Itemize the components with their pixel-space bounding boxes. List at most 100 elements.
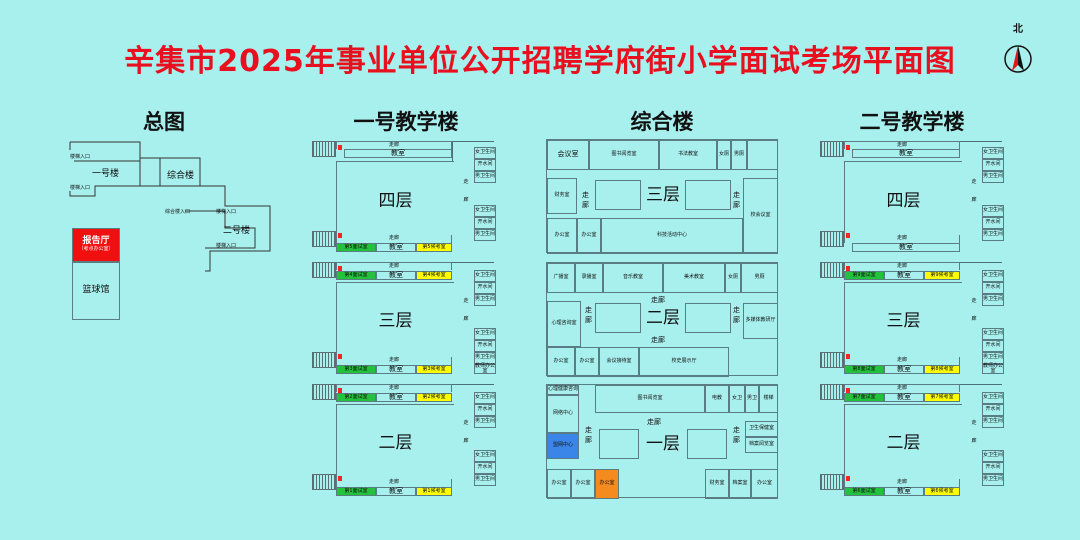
room-women-restroom: 女卫生间 — [983, 149, 1004, 156]
teacher-office: 教师办公室 — [983, 362, 1004, 374]
room-women-restroom: 女卫生间 — [983, 452, 1004, 459]
overview-title: 总图 — [143, 110, 185, 134]
room-men-restroom: 男卫生间 — [475, 418, 496, 425]
room: 女卫 — [731, 395, 742, 402]
waiting-room: 第3候考室 — [422, 365, 446, 372]
room-classroom: 教室 — [391, 148, 405, 157]
room: 多媒体教研厅 — [745, 317, 776, 324]
room-women-restroom: 女卫生间 — [983, 330, 1004, 337]
stair-entrance-label: 楼梯入口 — [216, 209, 237, 215]
interview-room: 第3面试室 — [344, 365, 368, 372]
waiting-room: 第8候考室 — [930, 365, 954, 372]
room: 女厕 — [718, 151, 729, 158]
room-water: 开水间 — [477, 219, 493, 226]
corridor-label: 走廊 — [388, 479, 399, 486]
room-women-restroom: 女卫生间 — [983, 394, 1004, 401]
waiting-room: 第7候考室 — [930, 393, 954, 400]
corridor-label: 走廊 — [896, 141, 907, 148]
corridor-label: 走廊 — [388, 235, 399, 242]
room-women-restroom: 女卫生间 — [475, 330, 496, 337]
corridor-label: 走廊 — [896, 235, 907, 242]
corridor-label: 走廊 — [388, 141, 399, 148]
interview-room: 第8面试室 — [852, 365, 876, 372]
overview-map: 楼梯入口 一号楼 楼梯入口 综合楼 综合楼入口 楼梯入口 二号楼 楼梯入口 报告… — [60, 136, 290, 326]
side-corridor: 走廊 — [463, 420, 469, 444]
teacher-office: 教师办公室 — [475, 362, 496, 374]
corridor-label: 走廊 — [896, 479, 907, 486]
stair-marker — [846, 476, 850, 481]
room-men-restroom: 男卫生间 — [475, 173, 496, 180]
floor-label: 三层 — [886, 311, 921, 332]
stair-marker — [846, 145, 850, 150]
gym: 篮球馆 — [72, 262, 120, 320]
stair-entrance-label: 楼梯入口 — [216, 243, 237, 249]
floor-label: 三层 — [646, 184, 680, 205]
room: 图书阅览室 — [611, 151, 637, 158]
stair-marker — [338, 233, 342, 238]
corridor-label: 走廊 — [733, 191, 740, 209]
room-women-restroom: 女卫生间 — [475, 149, 496, 156]
stairs-icon — [820, 474, 844, 490]
floor-label: 一层 — [646, 433, 680, 454]
room-water: 开水间 — [477, 342, 493, 349]
room: 办公室 — [756, 480, 772, 487]
corridor-label: 走廊 — [896, 384, 907, 391]
interview-room: 第1面试室 — [344, 487, 368, 494]
room-women-restroom: 女卫生间 — [983, 207, 1004, 214]
room-water: 开水间 — [985, 464, 1001, 471]
stair-entrance-label: 楼梯入口 — [70, 154, 91, 160]
stair-marker — [338, 266, 342, 271]
stairs-icon — [820, 352, 844, 368]
stair-marker — [846, 233, 850, 238]
room: 办公室 — [554, 232, 570, 239]
side-corridor: 走廊 — [971, 179, 977, 203]
room-water: 开水间 — [985, 406, 1001, 413]
floor-label: 四层 — [886, 191, 921, 212]
room-orange: 办公室 — [599, 480, 615, 487]
overview-outline — [69, 141, 271, 272]
report-hall-label: 报告厅 — [82, 236, 110, 247]
side-corridor: 走廊 — [463, 179, 469, 203]
room-women-restroom: 女卫生间 — [475, 207, 496, 214]
interview-room: 第6面试室 — [852, 487, 876, 494]
stairs-icon — [312, 262, 336, 278]
corridor-label: 走廊 — [651, 296, 665, 304]
zonghe-entrance-label: 综合楼入口 — [165, 209, 191, 215]
room: 广播室 — [553, 274, 569, 281]
room-classroom: 教室 — [897, 392, 911, 401]
room: 电教 — [711, 395, 722, 402]
room: 办公室 — [575, 480, 591, 487]
stair-marker — [338, 145, 342, 150]
room-men-restroom: 男卫生间 — [983, 354, 1004, 361]
compass-icon: 北 — [1002, 20, 1034, 76]
room-water: 开水间 — [477, 161, 493, 168]
room: 财务室 — [554, 192, 570, 199]
waiting-room: 第4候考室 — [422, 271, 446, 278]
corridor-label: 走廊 — [388, 357, 399, 364]
floor-label: 三层 — [378, 311, 413, 332]
gym-label: 篮球馆 — [82, 285, 110, 296]
interview-room: 第9面试室 — [852, 271, 876, 278]
room: 音乐教室 — [622, 274, 643, 281]
zh-floor3: 会议室 图书阅览室 书法教室 女厕 男厕 财务室 走廊 三层 走廊 校会议室 办… — [546, 139, 778, 254]
building1-title: 一号教学楼 — [353, 110, 459, 134]
room-water: 开水间 — [985, 161, 1001, 168]
stairs-icon — [820, 262, 844, 278]
room: 办公室 — [581, 232, 597, 239]
corridor-label: 走廊 — [733, 306, 740, 324]
room-classroom: 教室 — [389, 486, 403, 495]
room: 书法教室 — [677, 151, 698, 158]
corridor-label: 走廊 — [388, 384, 399, 391]
stairs-icon — [820, 231, 844, 247]
room-water: 开水间 — [477, 406, 493, 413]
room: 卫生保健室 — [748, 425, 774, 432]
zh-floor2: 广播室 录播室 音乐教室 美术教室 女厕 男厕 走廊 心理咨询室 走廊 二层 走… — [546, 262, 778, 377]
stair-marker — [338, 388, 342, 393]
interview-room: 第5面试室 — [344, 243, 368, 250]
room-women-restroom: 女卫生间 — [475, 272, 496, 279]
room: 校会议室 — [750, 212, 771, 219]
room: 办公室 — [553, 358, 569, 365]
room-classroom: 教室 — [389, 392, 403, 401]
room-classroom: 教室 — [389, 270, 403, 279]
interview-room: 第2面试室 — [344, 393, 368, 400]
